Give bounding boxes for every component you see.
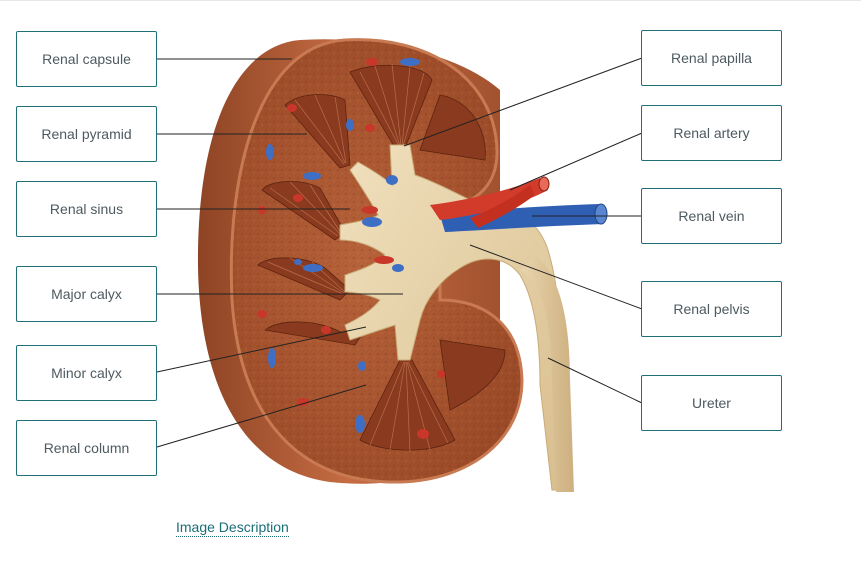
pyramid-lower-left (257, 257, 351, 301)
ureter-shape (520, 255, 574, 492)
leader-minor-calyx (156, 326, 367, 373)
label-renal-artery[interactable]: Renal artery (641, 105, 782, 161)
image-description-link[interactable]: Image Description (176, 519, 289, 537)
cortical-vessels (257, 58, 445, 439)
pyramid-top (349, 64, 433, 149)
label-minor-calyx[interactable]: Minor calyx (16, 345, 157, 401)
leader-renal-papilla (403, 57, 643, 147)
pyramid-bottom (359, 359, 456, 451)
leader-lines (156, 57, 643, 448)
label-renal-sinus[interactable]: Renal sinus (16, 181, 157, 237)
capsule-edge (229, 38, 524, 484)
label-renal-pyramid[interactable]: Renal pyramid (16, 106, 157, 162)
leader-renal-artery (509, 132, 643, 191)
renal-pelvis-shape (339, 144, 573, 491)
leader-renal-pelvis (469, 244, 643, 310)
renal-artery-vessel (430, 176, 550, 228)
label-major-calyx[interactable]: Major calyx (16, 266, 157, 322)
top-divider (0, 0, 861, 1)
leader-renal-column (156, 384, 367, 448)
pyramid-lower-right (439, 339, 506, 411)
pyramid-striations (267, 63, 449, 453)
label-ureter[interactable]: Ureter (641, 375, 782, 431)
pyramid-upper-left (284, 94, 351, 169)
label-renal-papilla[interactable]: Renal papilla (641, 30, 782, 86)
leader-ureter (547, 357, 643, 404)
label-renal-column[interactable]: Renal column (16, 420, 157, 476)
label-renal-capsule[interactable]: Renal capsule (16, 31, 157, 87)
label-renal-pelvis[interactable]: Renal pelvis (641, 281, 782, 337)
pyramid-left (261, 181, 346, 241)
label-renal-vein[interactable]: Renal vein (641, 188, 782, 244)
